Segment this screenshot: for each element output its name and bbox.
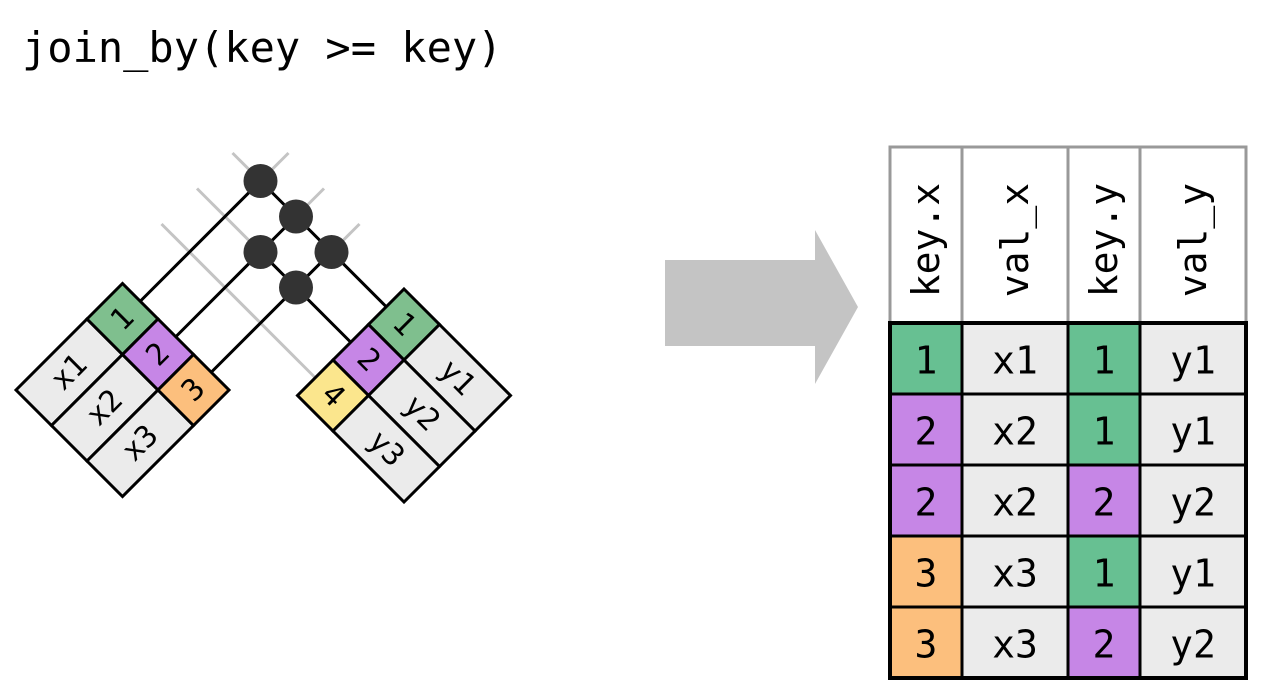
result-cell-label: 1 — [915, 339, 938, 383]
result-cell-label: y2 — [1170, 623, 1216, 667]
result-header-label: val_x — [993, 183, 1038, 297]
match-grid — [139, 151, 388, 379]
result-cell-label: 2 — [915, 410, 938, 454]
match-dot — [243, 164, 278, 198]
result-cell-label: 2 — [1093, 481, 1116, 525]
result-cell-label: 2 — [915, 481, 938, 525]
result-cell-label: 1 — [1093, 339, 1116, 383]
result-cell — [1138, 321, 1248, 396]
result-cell-label: 2 — [1093, 623, 1116, 667]
y-value-cell — [330, 393, 442, 505]
result-header-label: key.x — [904, 183, 948, 297]
result-cell-label: 1 — [1093, 552, 1116, 596]
result-header-label: key.y — [1082, 183, 1126, 297]
result-table: key.x val_x key.y val_y 1 x1 1 y1 2 x2 1 y1 2 x2 2 y2 3 x… — [888, 145, 1248, 680]
result-cell — [1066, 463, 1142, 538]
result-cell — [1066, 392, 1142, 467]
match-dot — [279, 270, 313, 305]
title: join_by(key >= key) — [22, 23, 502, 72]
result-cell-label: x2 — [992, 410, 1038, 454]
result-cell-label: x1 — [992, 339, 1038, 383]
result-body-border — [888, 321, 1248, 680]
result-cell-label: y1 — [1170, 552, 1216, 596]
result-cell-label: 3 — [915, 623, 938, 667]
match-line — [174, 215, 298, 338]
result-cell-label: y1 — [1170, 339, 1216, 383]
result-cell-label: x3 — [992, 552, 1038, 596]
result-cell-label: x2 — [992, 481, 1038, 525]
result-cell — [1066, 534, 1142, 609]
ghost-line — [160, 222, 317, 379]
match-dot — [314, 235, 349, 269]
x-key-cell — [155, 352, 232, 428]
match-dot — [243, 235, 278, 269]
result-cell — [960, 534, 1070, 609]
result-cell-label: y2 — [1170, 481, 1216, 525]
match-line — [139, 179, 262, 303]
result-cell — [960, 392, 1070, 467]
result-cell-label: x3 — [992, 623, 1038, 667]
result-header-label: val_y — [1171, 183, 1216, 297]
arrow-icon — [665, 230, 858, 384]
result-cell-label: y1 — [1170, 410, 1216, 454]
match-line — [210, 250, 333, 374]
result-cell-label: 1 — [1093, 410, 1116, 454]
result-cell-label: 3 — [915, 552, 938, 596]
result-cell — [888, 534, 964, 609]
match-dot — [279, 199, 313, 234]
